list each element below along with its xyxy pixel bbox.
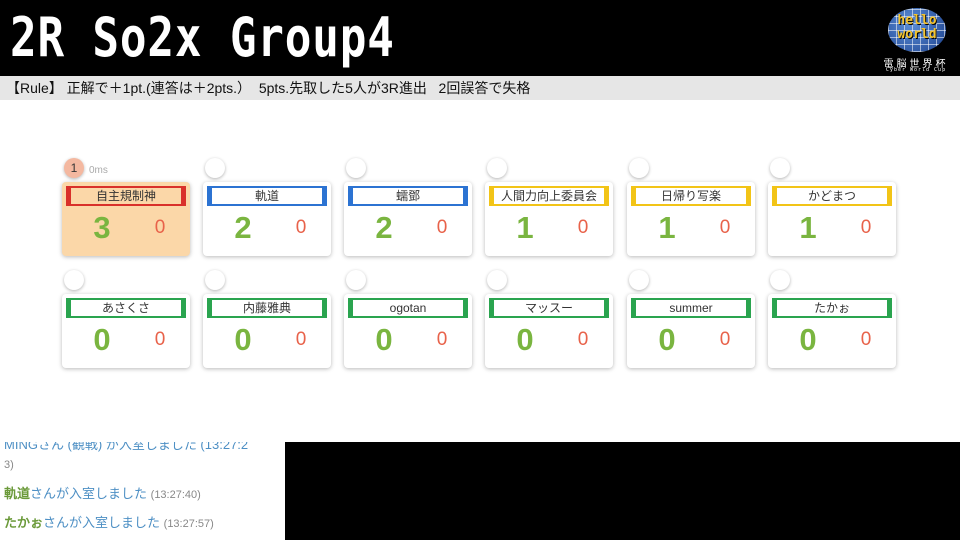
player-card: 自主規制神 3 0 xyxy=(62,182,190,256)
rule-bar: 【Rule】 正解で＋1pt.(連答は＋2pts.） 5pts.先取した5人が3… xyxy=(0,76,960,100)
correct-count: 0 xyxy=(658,322,676,357)
rank-badge xyxy=(770,270,790,290)
correct-count: 0 xyxy=(234,322,252,357)
rank-badge xyxy=(629,270,649,290)
player-name: ogotan xyxy=(348,298,468,318)
wrong-count: 0 xyxy=(577,217,589,238)
player-name: summer xyxy=(631,298,751,318)
correct-count: 1 xyxy=(516,210,534,245)
player-name: あさくさ xyxy=(66,298,186,318)
hello-world-logo: hello world 電脳世界杯 Cyber World Cup xyxy=(876,6,956,74)
answer-time: 0ms xyxy=(89,165,108,176)
chat-log[interactable]: MINGさん (観戦) が入室しました (13:27:2 3) 軌道さんが入室し… xyxy=(0,442,285,540)
rank-badge xyxy=(64,270,84,290)
chat-message-cut-tail: 3) xyxy=(4,459,14,471)
wrong-count: 0 xyxy=(295,329,307,350)
correct-count: 1 xyxy=(658,210,676,245)
player-card: あさくさ 0 0 xyxy=(62,294,190,368)
logo-wordmark: hello world xyxy=(897,13,937,42)
chat-time: (13:27:57) xyxy=(163,518,214,530)
logo-subtitle-en: Cyber World Cup xyxy=(885,67,947,73)
correct-count: 3 xyxy=(93,210,111,245)
globe-icon xyxy=(888,8,946,52)
wrong-count: 0 xyxy=(436,217,448,238)
correct-count: 0 xyxy=(799,322,817,357)
correct-count: 2 xyxy=(234,210,252,245)
player-name: 自主規制神 xyxy=(66,186,186,206)
correct-count: 1 xyxy=(799,210,817,245)
player-card: マッスー 0 0 xyxy=(485,294,613,368)
rank-badge xyxy=(205,270,225,290)
chat-text: さんが入室しました xyxy=(30,486,148,501)
rank-badge xyxy=(487,158,507,178)
chat-message: たかぉさんが入室しました (13:27:57) xyxy=(4,514,284,533)
player-card: たかぉ 0 0 xyxy=(768,294,896,368)
chat-text: さんが入室しました xyxy=(43,515,161,530)
correct-count: 2 xyxy=(375,210,393,245)
player-card: ogotan 0 0 xyxy=(344,294,472,368)
rank-badge xyxy=(346,270,366,290)
player-name: マッスー xyxy=(489,298,609,318)
wrong-count: 0 xyxy=(295,217,307,238)
correct-count: 0 xyxy=(516,322,534,357)
wrong-count: 0 xyxy=(154,217,166,238)
player-card: 蠕鄧 2 0 xyxy=(344,182,472,256)
rank-badge xyxy=(487,270,507,290)
player-name: 内藤雅典 xyxy=(207,298,327,318)
player-name: 日帰り写楽 xyxy=(631,186,751,206)
rank-badge xyxy=(629,158,649,178)
logo-subtitle-cn: 電脳世界杯 xyxy=(883,59,949,70)
player-name: かどまつ xyxy=(772,186,892,206)
chat-user: たかぉ xyxy=(4,515,44,530)
player-card: summer 0 0 xyxy=(627,294,755,368)
wrong-count: 0 xyxy=(154,329,166,350)
player-card: 軌道 2 0 xyxy=(203,182,331,256)
player-card: 内藤雅典 0 0 xyxy=(203,294,331,368)
rank-badge xyxy=(770,158,790,178)
chat-message-cut: MINGさん (観戦) が入室しました (13:27:2 xyxy=(4,442,249,452)
wrong-count: 0 xyxy=(577,329,589,350)
wrong-count: 0 xyxy=(719,217,731,238)
rank-badge: 1 xyxy=(64,158,84,178)
chat-time: (13:27:40) xyxy=(150,489,201,501)
header-bar: 2R So2x Group4 hello world 電脳世界杯 Cyber W… xyxy=(0,0,960,76)
rank-badge xyxy=(346,158,366,178)
chat-user: 軌道 xyxy=(4,486,31,501)
player-name: 人間力向上委員会 xyxy=(489,186,609,206)
rank-badge xyxy=(205,158,225,178)
player-name: 軌道 xyxy=(207,186,327,206)
player-card: 人間力向上委員会 1 0 xyxy=(485,182,613,256)
wrong-count: 0 xyxy=(436,329,448,350)
wrong-count: 0 xyxy=(860,329,872,350)
chat-message: 軌道さんが入室しました (13:27:40) xyxy=(4,485,284,504)
correct-count: 0 xyxy=(375,322,393,357)
player-name: 蠕鄧 xyxy=(348,186,468,206)
page-title: 2R So2x Group4 xyxy=(10,6,395,69)
player-card: かどまつ 1 0 xyxy=(768,182,896,256)
correct-count: 0 xyxy=(93,322,111,357)
player-card: 日帰り写楽 1 0 xyxy=(627,182,755,256)
wrong-count: 0 xyxy=(719,329,731,350)
wrong-count: 0 xyxy=(860,217,872,238)
player-name: たかぉ xyxy=(772,298,892,318)
